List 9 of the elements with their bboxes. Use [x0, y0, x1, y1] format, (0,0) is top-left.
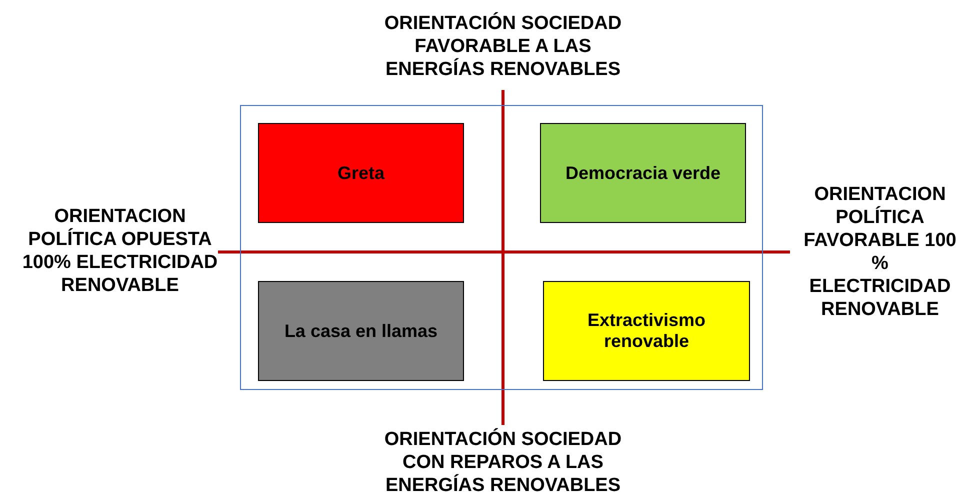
axis-label: ORIENTACION POLÍTICA OPUESTA 100% ELECTRICIDAD RENOVABLE	[21, 205, 219, 297]
axis-label: ORIENTACION POLÍTICA FAVORABLE 100 % ELECTRICIDAD RENOVABLE	[802, 183, 958, 321]
quadrant-box: Extractivismo renovable	[543, 281, 750, 381]
quadrant-box: Greta	[258, 123, 464, 223]
quadrant-box: La casa en llamas	[258, 281, 464, 381]
axis-label: ORIENTACIÓN SOCIEDAD FAVORABLE A LAS ENERGÍAS RENOVABLES	[383, 12, 623, 81]
quadrant-box: Democracia verde	[540, 123, 746, 223]
axis-label: ORIENTACIÓN SOCIEDAD CON REPAROS A LAS ENERGÍAS RENOVABLES	[383, 428, 623, 497]
quadrant-frame	[240, 105, 763, 390]
